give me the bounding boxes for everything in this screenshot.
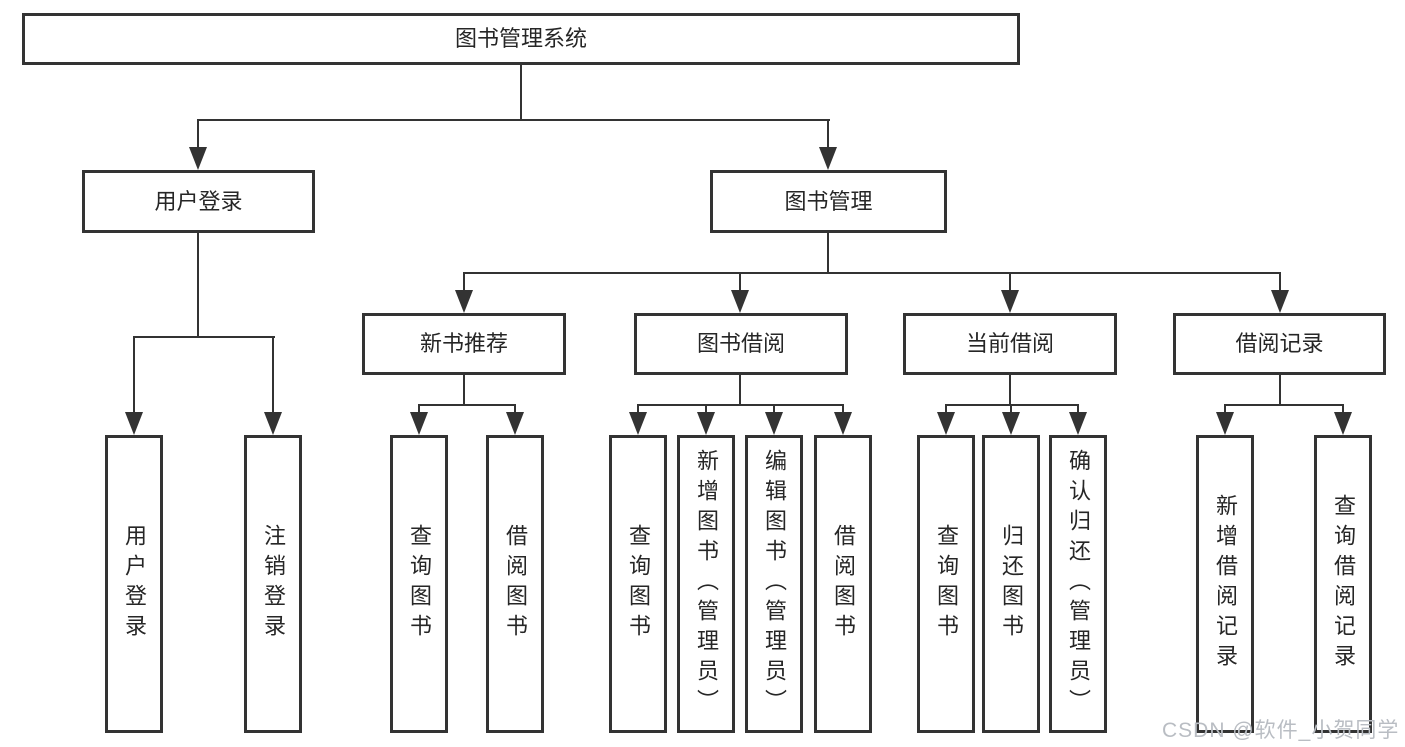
node-new-book-recommend: 新书推荐: [362, 313, 566, 375]
node-book-management: 图书管理: [710, 170, 947, 233]
line: [1077, 404, 1079, 414]
leaf-user-login: 用户登录: [105, 435, 163, 733]
line: [463, 272, 465, 292]
leaf-add-book-admin: 新增图书（管理员）: [677, 435, 735, 733]
line: [1009, 272, 1011, 292]
arrow-down: [819, 147, 837, 170]
arrow-down: [1271, 290, 1289, 313]
line: [514, 404, 516, 414]
node-book-borrow: 图书借阅: [634, 313, 848, 375]
csdn-watermark: CSDN @软件_小贺同学: [1162, 719, 1400, 742]
line: [827, 119, 829, 149]
arrow-down: [410, 412, 428, 435]
leaf-confirm-return-admin: 确认归还（管理员）: [1049, 435, 1107, 733]
leaf-query-borrow-record: 查询借阅记录: [1314, 435, 1372, 733]
arrow-down: [1069, 412, 1087, 435]
node-root-library-system: 图书管理系统: [22, 13, 1020, 65]
line: [739, 272, 741, 292]
leaf-return-book: 归还图书: [982, 435, 1040, 733]
line: [827, 232, 829, 274]
line: [1224, 404, 1226, 414]
line: [637, 404, 639, 414]
line: [1224, 404, 1344, 406]
node-user-login: 用户登录: [82, 170, 315, 233]
line: [133, 336, 275, 338]
line: [1009, 374, 1011, 406]
leaf-logout: 注销登录: [244, 435, 302, 733]
leaf-edit-book-admin: 编辑图书（管理员）: [745, 435, 803, 733]
line: [197, 119, 830, 121]
line: [1342, 404, 1344, 414]
line: [705, 404, 707, 414]
leaf-recommend-query-book: 查询图书: [390, 435, 448, 733]
arrow-down: [1002, 412, 1020, 435]
line: [272, 336, 274, 414]
arrow-down: [1001, 290, 1019, 313]
arrow-down: [125, 412, 143, 435]
line: [1279, 272, 1281, 292]
arrow-down: [264, 412, 282, 435]
line: [463, 272, 1281, 274]
leaf-current-query-book: 查询图书: [917, 435, 975, 733]
line: [418, 404, 420, 414]
line: [945, 404, 947, 414]
arrow-down: [1216, 412, 1234, 435]
line: [418, 404, 516, 406]
line: [1010, 404, 1012, 414]
line: [945, 404, 1079, 406]
arrow-down: [455, 290, 473, 313]
line: [842, 404, 844, 414]
line: [197, 232, 199, 338]
line: [739, 374, 741, 406]
arrow-down: [1334, 412, 1352, 435]
line: [133, 336, 135, 414]
arrow-down: [189, 147, 207, 170]
arrow-down: [937, 412, 955, 435]
leaf-borrow-query-book: 查询图书: [609, 435, 667, 733]
arrow-down: [506, 412, 524, 435]
leaf-add-borrow-record: 新增借阅记录: [1196, 435, 1254, 733]
line: [463, 374, 465, 406]
leaf-recommend-borrow-book: 借阅图书: [486, 435, 544, 733]
node-borrow-record: 借阅记录: [1173, 313, 1386, 375]
line: [773, 404, 775, 414]
arrow-down: [765, 412, 783, 435]
arrow-down: [697, 412, 715, 435]
arrow-down: [629, 412, 647, 435]
line: [637, 404, 844, 406]
arrow-down: [731, 290, 749, 313]
arrow-down: [834, 412, 852, 435]
line: [197, 119, 199, 149]
leaf-borrow-book: 借阅图书: [814, 435, 872, 733]
line: [1279, 374, 1281, 406]
line: [520, 64, 522, 121]
node-current-borrow: 当前借阅: [903, 313, 1117, 375]
